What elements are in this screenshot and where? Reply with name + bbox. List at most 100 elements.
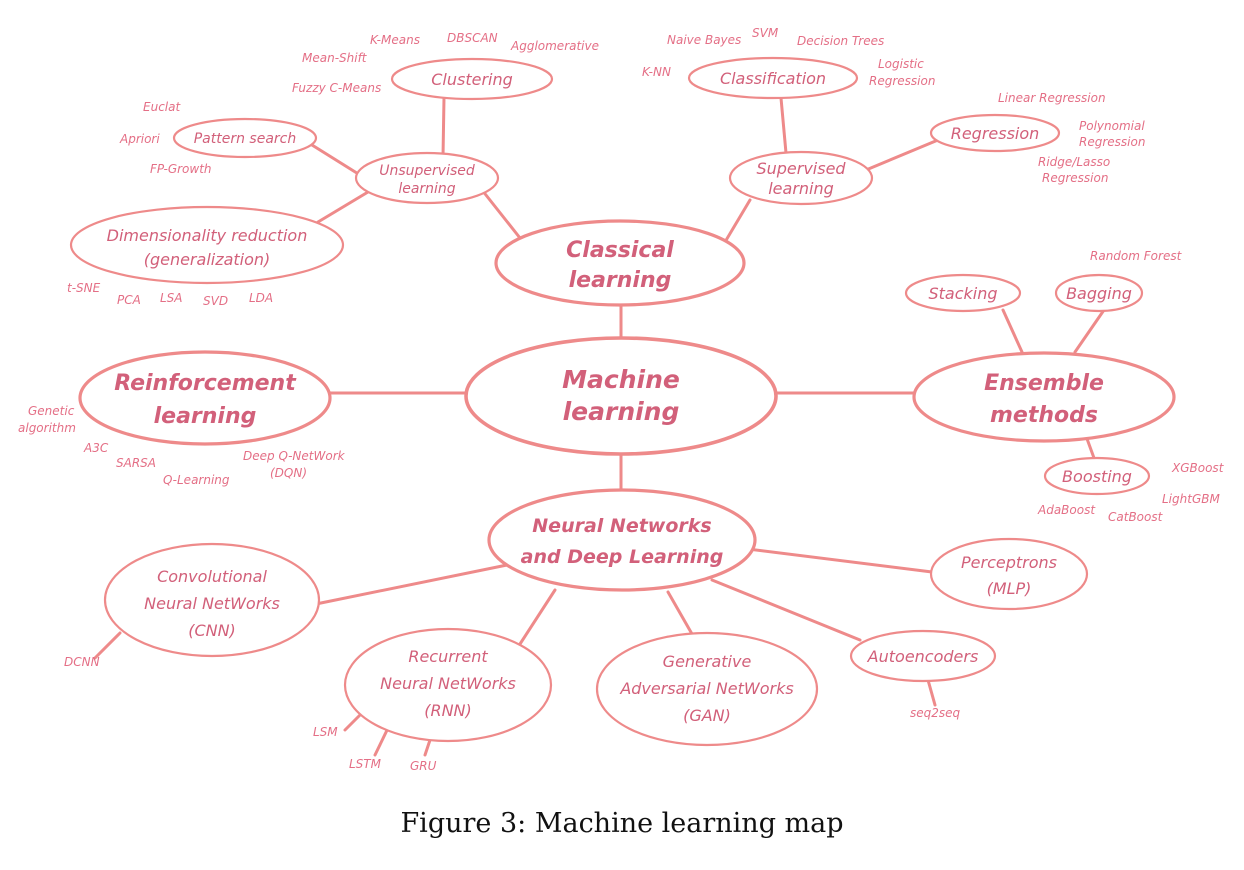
figure-caption: Figure 3: Machine learning map [400, 808, 844, 839]
node-regression: Regression [929, 113, 1061, 153]
edge-cnn-dcnn [93, 631, 122, 660]
edge-supervised-regression [864, 138, 940, 172]
node-label: Neural Networks [532, 515, 711, 537]
leaf-random-forest: Random Forest [1090, 249, 1183, 263]
node-label: Classification [720, 69, 826, 88]
node-label: Perceptrons [961, 553, 1057, 572]
node-label: Bagging [1066, 284, 1132, 303]
leaf-decision-trees: Decision Trees [797, 34, 884, 48]
node-label: methods [990, 403, 1098, 428]
node-classification: Classification [687, 56, 859, 100]
leaf-tsne: t-SNE [67, 281, 101, 295]
node-clustering: Clustering [390, 57, 554, 101]
node-label: learning [563, 397, 680, 426]
node-label: (generalization) [144, 250, 271, 269]
connectors [93, 96, 1106, 757]
node-autoencoders: Autoencoders [849, 629, 997, 683]
node-label: and Deep Learning [521, 546, 724, 568]
edge-neural-perceptrons [738, 546, 934, 574]
node-label: learning [569, 268, 672, 293]
leaf-q-learning: Q-Learning [163, 473, 230, 487]
node-label: Convolutional [157, 567, 267, 586]
node-label: Dimensionality reduction [107, 226, 308, 245]
edge-neural-cnn [314, 563, 509, 606]
leaf-logistic-regression-1: Logistic [878, 57, 924, 71]
leaf-deep-q-network-2: (DQN) [270, 466, 307, 480]
edge-supervised-classification [779, 96, 788, 155]
leaf-lightgbm: LightGBM [1162, 492, 1220, 506]
leaf-fp-growth: FP-Growth [150, 162, 212, 176]
leaf-apriori: Apriori [119, 132, 160, 146]
leaf-linear-regression: Linear Regression [998, 91, 1106, 105]
leaf-polynomial-regression-1: Polynomial [1079, 119, 1145, 133]
edge-ensemble-stacking [1001, 308, 1024, 354]
node-label: Machine [562, 365, 680, 394]
leaf-a3c: A3C [83, 441, 109, 455]
nodes: Machine learning Classical learning Rein… [69, 56, 1176, 747]
node-label: (RNN) [424, 701, 472, 720]
node-label: Ensemble [984, 371, 1104, 396]
leaf-sarsa: SARSA [116, 456, 156, 470]
leaf-deep-q-network-1: Deep Q-NetWork [243, 449, 346, 463]
leaf-lstm: LSTM [349, 757, 382, 771]
node-label: Supervised [756, 159, 846, 178]
node-classical-learning: Classical learning [494, 219, 746, 307]
leaf-ridge-lasso-2: Regression [1042, 171, 1108, 185]
leaf-labels: K-Means DBSCAN Agglomerative Mean-Shift … [18, 26, 1225, 773]
node-label: Classical [566, 238, 674, 263]
edge-unsupervised-dimred [316, 190, 370, 224]
leaf-agglomerative: Agglomerative [510, 39, 599, 53]
edge-autoencoders-seq2seq [926, 678, 937, 707]
leaf-lsa: LSA [160, 291, 183, 305]
leaf-catboost: CatBoost [1108, 510, 1164, 524]
node-label: learning [398, 181, 455, 197]
leaf-lda: LDA [249, 291, 273, 305]
leaf-genetic-algorithm-1: Genetic [28, 404, 75, 418]
edge-unsupervised-clustering [441, 96, 446, 159]
leaf-mean-shift: Mean-Shift [302, 51, 368, 65]
leaf-xgboost: XGBoost [1171, 461, 1225, 475]
leaf-fuzzy-c-means: Fuzzy C-Means [292, 81, 381, 95]
leaf-genetic-algorithm-2: algorithm [18, 421, 76, 435]
node-label: Clustering [431, 70, 513, 89]
node-label: Unsupervised [379, 163, 475, 179]
node-neural-networks: Neural Networks and Deep Learning [487, 488, 757, 592]
node-stacking: Stacking [904, 273, 1022, 313]
node-bagging: Bagging [1054, 273, 1144, 313]
leaf-knn: K-NN [642, 65, 671, 79]
node-label: Adversarial NetWorks [619, 679, 793, 698]
node-label: Neural NetWorks [144, 594, 280, 613]
node-label: (GAN) [683, 706, 731, 725]
leaf-dcnn: DCNN [64, 655, 100, 669]
node-label: Boosting [1062, 467, 1132, 486]
node-cnn: Convolutional Neural NetWorks (CNN) [103, 542, 321, 658]
leaf-gru: GRU [410, 759, 437, 773]
leaf-ridge-lasso-1: Ridge/Lasso [1038, 155, 1110, 169]
node-boosting: Boosting [1043, 456, 1151, 496]
node-label: (CNN) [188, 621, 236, 640]
leaf-logistic-regression-2: Regression [869, 74, 935, 88]
node-label: Pattern search [194, 131, 297, 147]
edge-neural-gan [666, 590, 694, 636]
node-reinforcement-learning: Reinforcement learning [78, 350, 332, 446]
node-label: Reinforcement [114, 371, 297, 396]
edge-neural-rnn [518, 588, 557, 646]
leaf-svd: SVD [203, 294, 228, 308]
edge-classical-supervised [723, 198, 752, 244]
edge-unsupervised-pattern [310, 143, 362, 177]
leaf-pca: PCA [117, 293, 141, 307]
leaf-euclat: Euclat [143, 100, 181, 114]
node-label: Stacking [928, 284, 997, 303]
node-perceptrons: Perceptrons (MLP) [929, 537, 1089, 611]
node-dimensionality-reduction: Dimensionality reduction (generalization… [69, 205, 345, 285]
leaf-svm: SVM [752, 26, 779, 40]
node-gan: Generative Adversarial NetWorks (GAN) [595, 631, 819, 747]
node-label: (MLP) [987, 579, 1032, 598]
edge-ensemble-bagging [1073, 308, 1106, 354]
leaf-lsm: LSM [313, 725, 338, 739]
node-label: Autoencoders [867, 647, 979, 666]
node-pattern-search: Pattern search [172, 117, 318, 159]
node-unsupervised-learning: Unsupervised learning [354, 151, 500, 205]
node-label: learning [154, 404, 257, 429]
node-ensemble-methods: Ensemble methods [912, 351, 1176, 443]
